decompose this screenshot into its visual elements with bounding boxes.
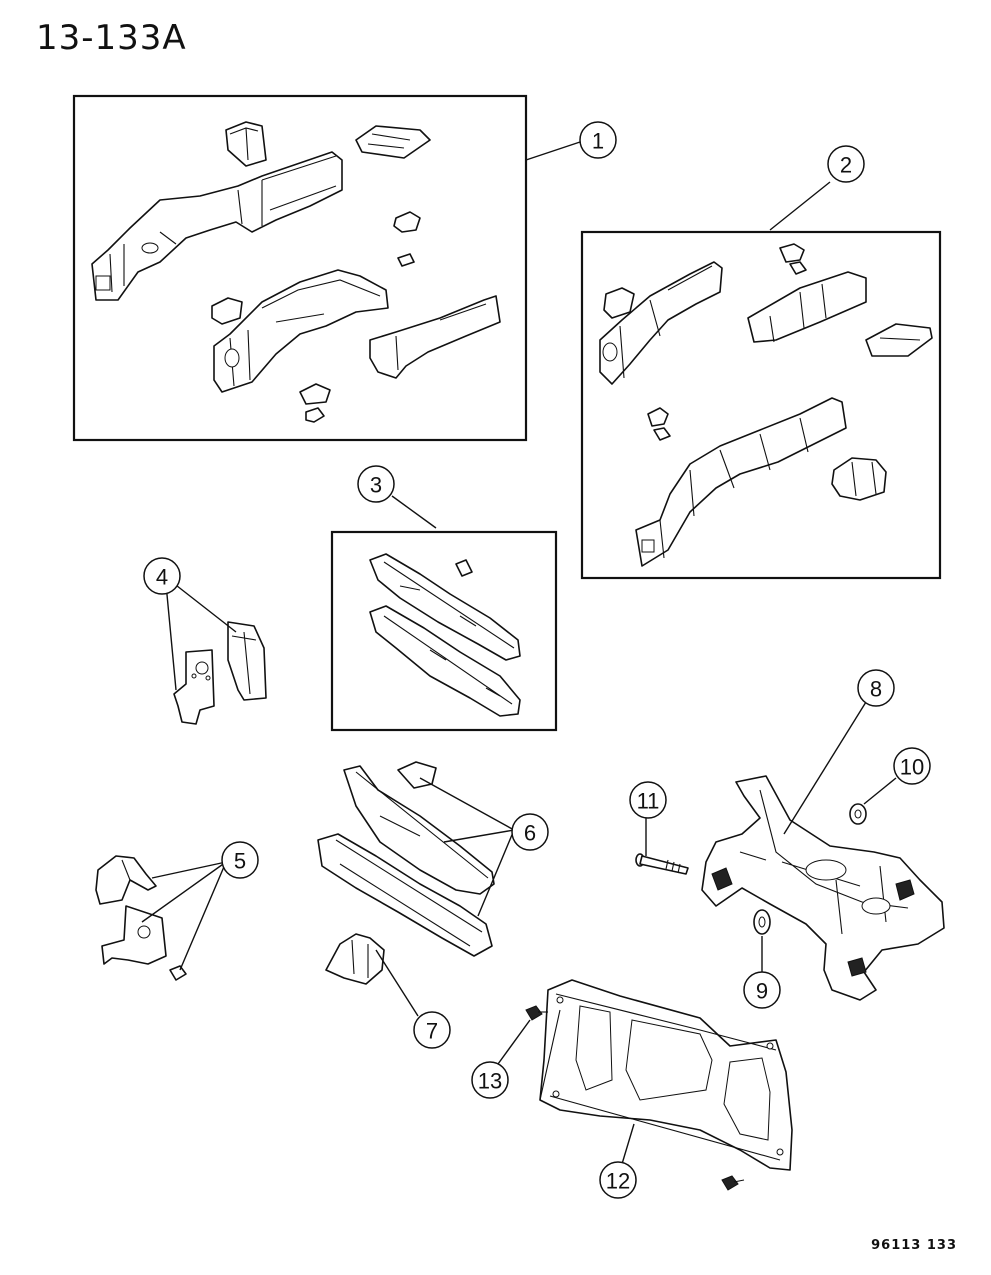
part-5[interactable]	[95, 855, 187, 981]
part-group-3[interactable]	[369, 553, 521, 717]
leader-4	[165, 581, 237, 691]
leader-7	[375, 949, 419, 1017]
callout-2[interactable]: 2	[827, 145, 865, 183]
group-1-frame	[72, 94, 528, 442]
part-4[interactable]	[173, 621, 267, 725]
part-9[interactable]	[753, 909, 771, 935]
part-6[interactable]	[317, 761, 495, 957]
part-11[interactable]	[635, 853, 689, 875]
part-group-2[interactable]	[599, 243, 933, 567]
callout-label: 11	[637, 789, 660, 814]
leader-2	[769, 181, 831, 231]
part-12[interactable]	[539, 979, 793, 1171]
callout-11[interactable]: 11	[629, 781, 667, 819]
part-group-1[interactable]	[91, 121, 501, 423]
part-13[interactable]	[525, 1005, 745, 1191]
leader-8	[783, 701, 867, 835]
callout-9[interactable]: 9	[743, 971, 781, 1009]
leader-3	[391, 495, 437, 529]
part-7[interactable]	[325, 933, 385, 985]
part-10[interactable]	[849, 803, 867, 825]
leader-12	[621, 1123, 635, 1165]
callout-7[interactable]: 7	[413, 1011, 451, 1049]
callout-8[interactable]: 8	[857, 669, 895, 707]
callout-6[interactable]: 6	[511, 813, 549, 851]
callout-label: 13	[478, 1069, 502, 1094]
leader-5	[141, 861, 227, 971]
callout-label: 3	[370, 473, 382, 498]
callout-label: 5	[234, 849, 246, 874]
callout-label: 4	[156, 565, 168, 590]
part-8[interactable]	[701, 775, 945, 1001]
callout-10[interactable]: 10	[893, 747, 931, 785]
callout-4[interactable]: 4	[143, 557, 181, 595]
callout-label: 2	[840, 153, 852, 178]
callout-label: 10	[900, 755, 924, 780]
callout-5[interactable]: 5	[221, 841, 259, 879]
footer-code: 96113 133	[871, 1238, 957, 1253]
callout-label: 1	[592, 129, 604, 154]
leader-13	[497, 1019, 531, 1065]
leader-1	[525, 141, 581, 161]
callout-12[interactable]: 12	[599, 1161, 637, 1199]
leader-6	[419, 777, 515, 917]
group-3-frame	[330, 530, 558, 732]
group-2-frame	[580, 230, 942, 580]
callout-1[interactable]: 1	[579, 121, 617, 159]
callout-label: 9	[756, 979, 768, 1004]
leader-10	[863, 777, 897, 805]
callout-13[interactable]: 13	[471, 1061, 509, 1099]
callout-3[interactable]: 3	[357, 465, 395, 503]
page-id: 13-133A	[36, 18, 187, 58]
callout-label: 12	[606, 1169, 630, 1194]
callout-label: 8	[870, 677, 882, 702]
callout-label: 6	[524, 821, 536, 846]
callout-label: 7	[426, 1019, 438, 1044]
